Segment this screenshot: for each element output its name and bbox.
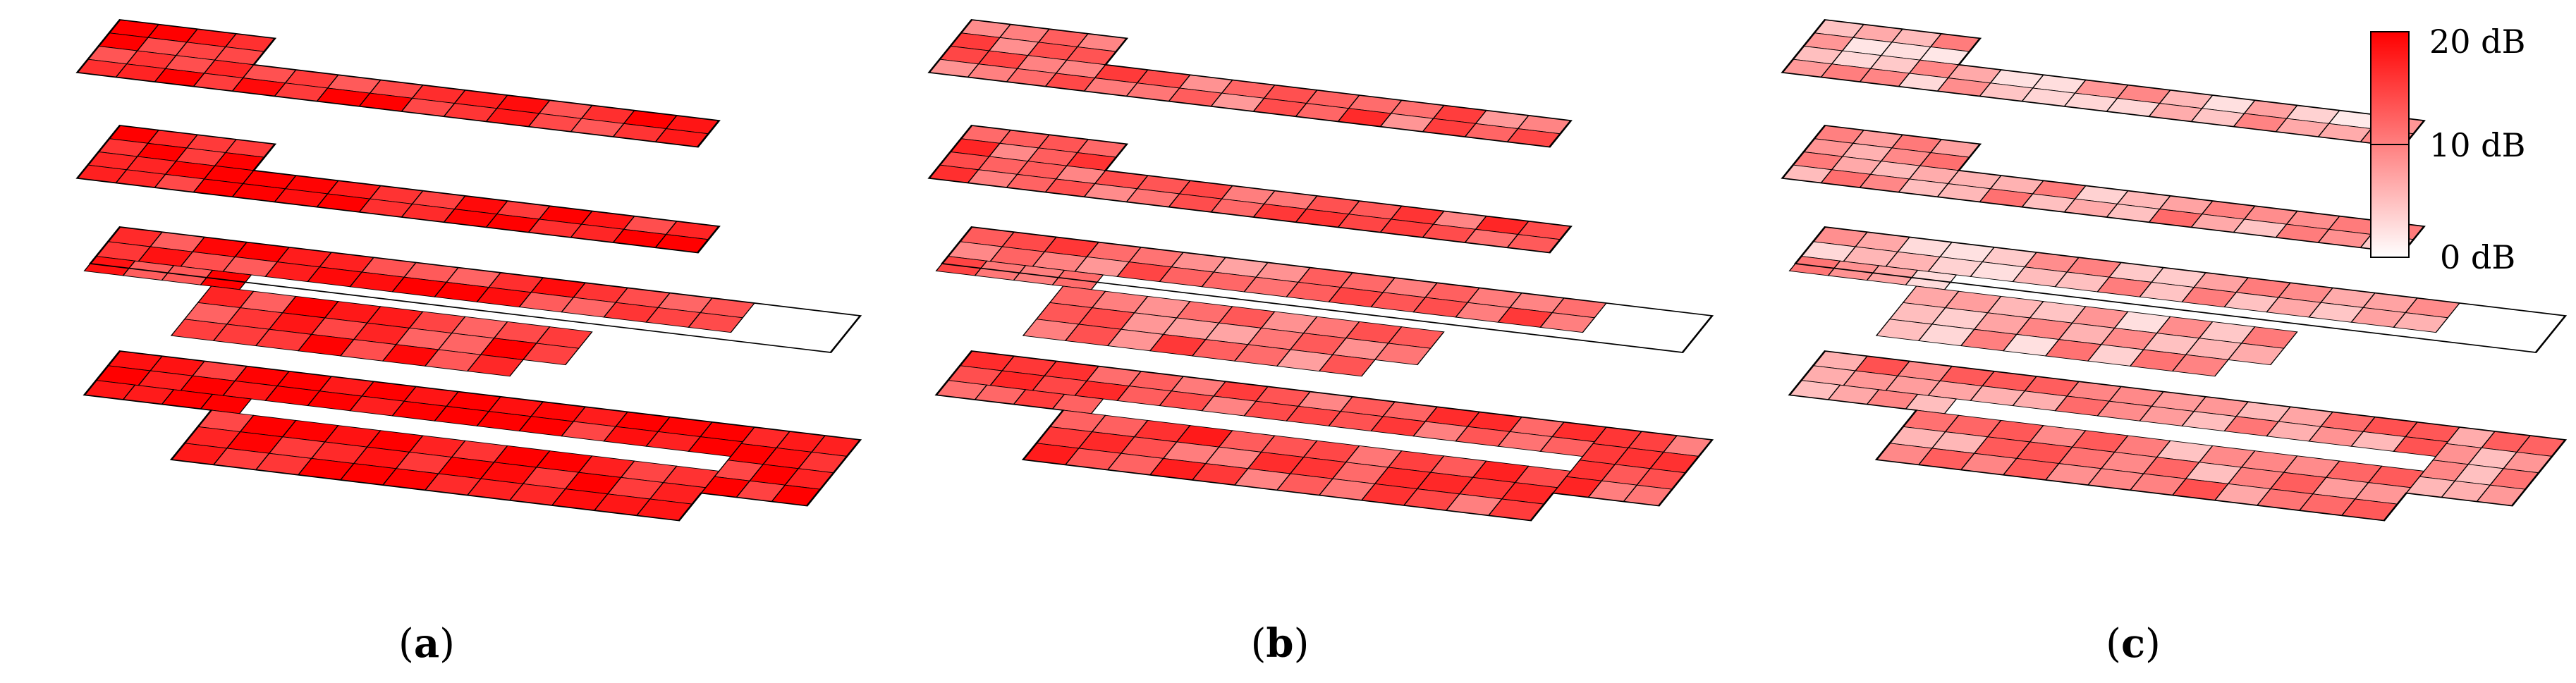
- floor-outline: [1788, 350, 2568, 522]
- panel-c: [1781, 19, 2568, 522]
- floor-cell: [1539, 312, 1596, 333]
- panel-a-floor-3: [83, 226, 862, 377]
- panel-b-floor-4: [934, 350, 1714, 522]
- floor-cell: [1374, 343, 1432, 366]
- panel-c-floor-1: [1781, 19, 2426, 148]
- panel-label-b: (b): [1251, 620, 1310, 667]
- panel-label-c: (c): [2106, 620, 2161, 667]
- panel-c-floor-4: [1788, 350, 2568, 522]
- floor-outline: [1781, 125, 2426, 254]
- colorbar: 20 dB 10 dB 0 dB: [2370, 23, 2525, 276]
- floor-outline: [927, 125, 1573, 254]
- panel-b: [927, 19, 1714, 522]
- floor-outline: [75, 19, 721, 148]
- floor-outline: [75, 125, 721, 254]
- panel-b-floor-2: [927, 125, 1573, 254]
- colorbar-min-label: 0 dB: [2440, 238, 2515, 276]
- floor-cell: [2393, 312, 2449, 333]
- panel-a: [75, 19, 862, 522]
- panel-a-floor-4: [83, 350, 862, 522]
- panel-b-floor-3: [935, 226, 1714, 377]
- floor-outline: [1781, 19, 2426, 148]
- floor-cell: [466, 354, 524, 377]
- floor-cell: [1318, 354, 1376, 377]
- floor-cell: [688, 312, 744, 333]
- floor-cell: [522, 343, 580, 366]
- floor-outline: [927, 19, 1573, 148]
- panel-c-floor-3: [1788, 226, 2568, 377]
- colorbar-mid-label: 10 dB: [2429, 126, 2525, 164]
- floor-outline: [1793, 226, 2568, 353]
- panel-label-a: (a): [398, 620, 455, 667]
- floor-outline: [940, 226, 1714, 353]
- floor-outline: [83, 350, 862, 522]
- panel-a-floor-2: [75, 125, 721, 254]
- floor-cell: [2227, 343, 2285, 366]
- panel-b-floor-1: [927, 19, 1573, 148]
- panel-a-floor-1: [75, 19, 721, 148]
- panels-layer: [75, 19, 2568, 522]
- floor-outline: [88, 226, 862, 353]
- colorbar-max-label: 20 dB: [2429, 23, 2525, 61]
- floor-cell: [2171, 354, 2229, 377]
- floor-outline: [934, 350, 1714, 522]
